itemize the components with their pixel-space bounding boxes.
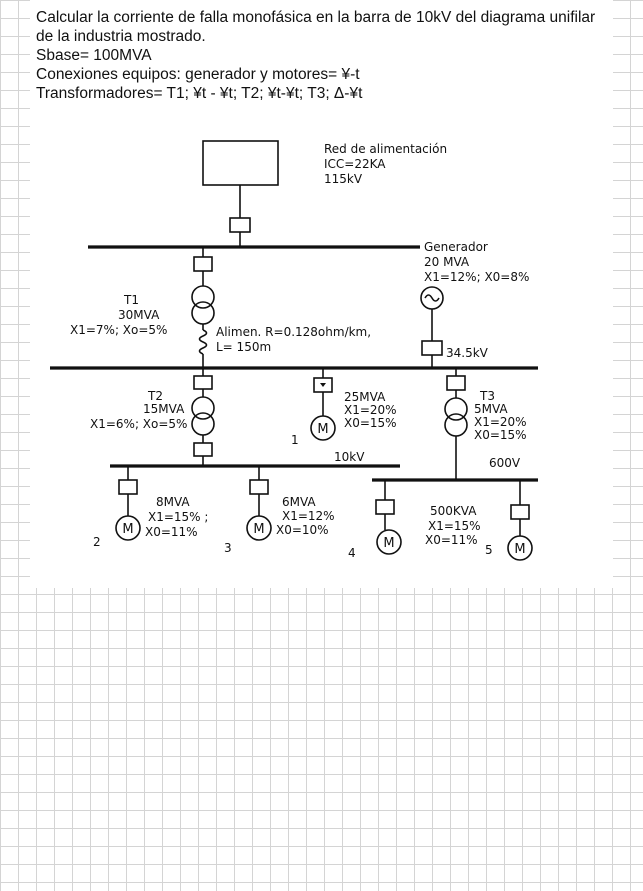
motor1-number: 1: [291, 433, 299, 447]
generator-breaker: [421, 340, 443, 356]
t3-x1: X1=20%: [474, 415, 527, 429]
t3-hv-breaker: [446, 375, 466, 391]
motor2-x0: X0=11%: [145, 525, 198, 539]
problem-question: Calcular la corriente de falla monofásic…: [36, 9, 596, 45]
grid-icc: ICC=22KA: [324, 157, 386, 171]
motor45-rating: 500KVA: [430, 504, 477, 518]
motor3-symbol: [246, 515, 272, 541]
motor2-breaker: [118, 479, 138, 495]
feeder-inductor: [198, 329, 208, 355]
t1-primary-winding: [191, 285, 215, 309]
motor3-x1: X1=12%: [282, 509, 335, 523]
generator-title: Generador: [424, 240, 488, 254]
motor3-letter: M: [253, 522, 264, 537]
base-power: Sbase= 100MVA: [36, 47, 152, 64]
motor4-breaker: [375, 499, 395, 515]
motor1-rating: 25MVA: [344, 390, 386, 404]
t1-name: T1: [123, 293, 139, 307]
t3-secondary-winding: [444, 413, 468, 437]
t2-rating: 15MVA: [143, 402, 185, 416]
generator-reactance: X1=12%; X0=8%: [424, 270, 529, 284]
motor45-x1: X1=15%: [428, 519, 481, 533]
grid-breaker: [229, 217, 251, 233]
grid-source-box: [202, 140, 279, 186]
generator-rating: 20 MVA: [424, 255, 470, 269]
motor4-number: 4: [348, 546, 356, 560]
t2-name: T2: [147, 389, 163, 403]
feeder-resistance: Alimen. R=0.128ohm/km,: [216, 325, 371, 339]
motor3-x0: X0=10%: [276, 523, 329, 537]
t2-lv-breaker: [193, 442, 213, 457]
grid-voltage: 115kV: [324, 172, 363, 186]
motor3-number: 3: [224, 541, 232, 555]
motor2-letter: M: [122, 522, 133, 537]
motor1-letter: M: [317, 422, 328, 437]
breaker-arrow-icon: [320, 383, 326, 387]
motor5-breaker: [510, 504, 530, 520]
t3-x0: X0=15%: [474, 428, 527, 442]
single-line-diagram: Red de alimentación ICC=22KA 115kV T1 30…: [50, 140, 538, 561]
equipment-connections: Conexiones equipos: generador y motores=…: [36, 66, 360, 83]
t3-primary-winding: [444, 397, 468, 421]
motor5-letter: M: [514, 542, 525, 557]
t2-hv-breaker: [193, 375, 213, 390]
t1-hv-breaker: [193, 256, 213, 272]
bus-600v-label: 600V: [489, 456, 521, 470]
motor1-x1: X1=20%: [344, 403, 397, 417]
motor2-rating: 8MVA: [156, 495, 190, 509]
bus-10kv-label: 10kV: [334, 450, 365, 464]
bus-34kv-label: 34.5kV: [446, 346, 489, 360]
motor4-symbol: [376, 529, 402, 555]
motor5-number: 5: [485, 543, 493, 557]
motor45-x0: X0=11%: [425, 533, 478, 547]
t1-reactance: X1=7%; Xo=5%: [70, 323, 167, 337]
t3-name: T3: [479, 389, 495, 403]
grid-title: Red de alimentación: [324, 142, 447, 156]
motor3-rating: 6MVA: [282, 495, 316, 509]
motor1-x0: X0=15%: [344, 416, 397, 430]
sine-wave-icon: [424, 294, 440, 302]
motor4-letter: M: [383, 536, 394, 551]
t2-reactance: X1=6%; Xo=5%: [90, 417, 187, 431]
motor1-symbol: [310, 415, 336, 441]
t3-rating: 5MVA: [474, 402, 508, 416]
motor5-symbol: [507, 535, 533, 561]
motor2-x1: X1=15% ;: [148, 510, 208, 524]
t1-secondary-winding: [191, 301, 215, 325]
motor2-symbol: [115, 515, 141, 541]
t1-rating: 30MVA: [118, 308, 160, 322]
motor3-breaker: [249, 479, 269, 495]
motor2-number: 2: [93, 535, 101, 549]
transformer-connections: Transformadores= T1; ¥t - ¥t; T2; ¥t-¥t;…: [36, 85, 363, 102]
t2-primary-winding: [191, 396, 215, 420]
problem-statement: Calcular la corriente de falla monofásic…: [36, 8, 606, 103]
feeder-length: L= 150m: [216, 340, 271, 354]
t2-secondary-winding: [191, 412, 215, 436]
